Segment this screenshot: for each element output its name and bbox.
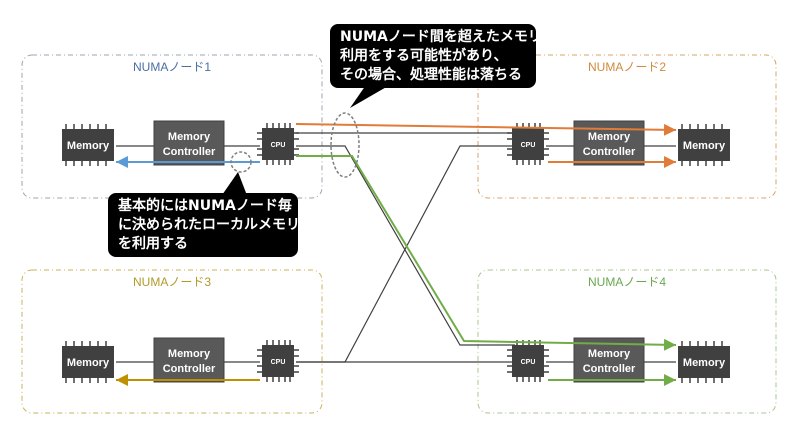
numa-node-1-label: NUMAノード1 xyxy=(133,60,211,74)
remote-access-highlight xyxy=(330,112,360,178)
svg-text:Memory: Memory xyxy=(683,140,726,152)
svg-text:Controller: Controller xyxy=(583,146,636,158)
node4-memory-chip: Memory xyxy=(678,341,730,383)
svg-text:Controller: Controller xyxy=(583,363,636,375)
interconnect-wire-2-3 xyxy=(296,145,515,363)
node2-memory-chip: Memory xyxy=(678,124,730,166)
svg-text:Memory: Memory xyxy=(67,140,110,152)
remote-callout-line-2: 利用をする可能性があり、 xyxy=(340,48,508,64)
svg-text:CPU: CPU xyxy=(271,359,286,366)
svg-text:Memory: Memory xyxy=(588,131,631,143)
local-callout-line-2: に決められたローカルメモリ xyxy=(118,217,300,233)
local-callout-line-1: 基本的にはNUMAノード毎 xyxy=(118,198,292,214)
node1-cpu-chip: CPU xyxy=(257,123,299,165)
remote-callout-tail xyxy=(350,82,395,108)
interconnect-wire-1-4 xyxy=(296,145,515,346)
local-access-callout: 基本的にはNUMAノード毎 に決められたローカルメモリ を利用する xyxy=(108,193,300,257)
svg-text:Controller: Controller xyxy=(163,146,216,158)
remote-callout-line-1: NUMAノード間を超えたメモリ xyxy=(340,29,542,45)
node3-memory-controller: Memory Controller xyxy=(153,337,225,383)
svg-text:CPU: CPU xyxy=(521,359,536,366)
node4-cpu-chip: CPU xyxy=(507,340,549,382)
local-access-highlight xyxy=(230,151,252,173)
local-callout-tail xyxy=(220,172,248,198)
remote-access-arrow-node1-to-node4 xyxy=(296,155,677,351)
svg-text:CPU: CPU xyxy=(521,142,536,149)
numa-node-3-label: NUMAノード3 xyxy=(133,275,211,289)
numa-node-4-label: NUMAノード4 xyxy=(588,275,666,289)
numa-node-1-box xyxy=(21,54,323,199)
remote-access-callout: NUMAノード間を超えたメモリ 利用をする可能性があり、 その場合、処理性能は落… xyxy=(330,24,542,88)
svg-text:CPU: CPU xyxy=(271,142,286,149)
svg-text:Controller: Controller xyxy=(163,363,216,375)
svg-text:Memory: Memory xyxy=(588,348,631,360)
svg-text:Memory: Memory xyxy=(168,348,211,360)
node3-cpu-chip: CPU xyxy=(257,340,299,382)
svg-text:Memory: Memory xyxy=(683,357,726,369)
node1-memory-controller: Memory Controller xyxy=(153,120,225,166)
local-callout-line-3: を利用する xyxy=(118,236,188,252)
remote-callout-line-3: その場合、処理性能は落ちる xyxy=(340,67,522,83)
remote-access-arrow-node1-to-node2 xyxy=(295,123,677,136)
svg-text:Memory: Memory xyxy=(168,131,211,143)
node4-memory-controller: Memory Controller xyxy=(573,337,645,383)
node1-memory-chip: Memory xyxy=(62,124,114,166)
numa-node-2-label: NUMAノード2 xyxy=(588,60,666,74)
node2-cpu-chip: CPU xyxy=(507,123,549,165)
node3-memory-chip: Memory xyxy=(62,341,114,383)
svg-text:Memory: Memory xyxy=(67,357,110,369)
numa-node-3-box xyxy=(21,269,323,414)
